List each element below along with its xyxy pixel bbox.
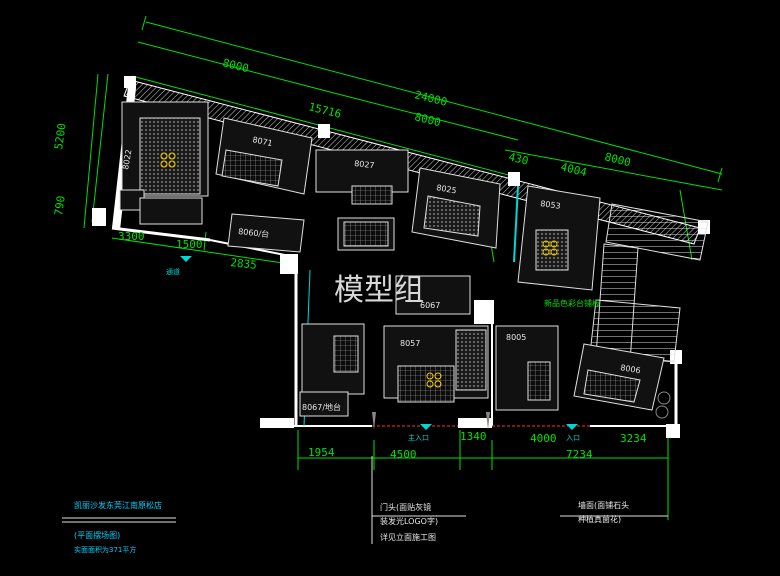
door-notes: 门头(面贴灰镜 装发光LOGO字) 详见立面施工图 [371,456,466,544]
model-8057: 8057 [400,339,420,348]
dim-top-8000-c: 8000 [603,150,632,169]
door-note-3: 详见立面施工图 [380,532,436,542]
label-entrance: 入口 [566,434,580,442]
wall-notes: 墙面(面铺石头 种植真菌花) [560,500,668,524]
dim-bottom-2835: 2835 [230,256,258,272]
title-block: 凯丽沙发东莞江南原松店 (平面摆场图) 实面面积为371平方 [62,500,176,554]
dim-left-790: 790 [52,195,68,216]
entrance-arrows [180,256,578,430]
label-main-entrance: 主入口 [408,433,429,442]
dim-bottom-1500: 1500 [176,238,203,251]
dim-top-15716: 15716 [307,100,342,121]
model-8071: 8071 [252,135,274,148]
door-swing-markers [372,412,490,430]
staircase [589,203,709,363]
model-8027: 8027 [354,159,375,170]
label-corridor: 通道 [166,267,180,276]
dim-base-1954: 1954 [308,446,335,459]
area-labels: 通道 主入口 入口 新品色彩台铺板 [166,267,600,442]
dim-base-4500: 4500 [390,448,417,461]
model-8060: 8060/台 [238,226,270,239]
dim-base-7234: 7234 [566,448,593,461]
dim-bottom-3300: 3300 [118,230,145,243]
model-8053: 8053 [540,199,561,211]
plan-name: (平面摆场图) [74,530,120,540]
dim-left-5200: 5200 [52,122,69,150]
lamp-symbols [160,152,558,388]
area-note: 实面面积为371平方 [74,545,136,554]
dim-top-4004: 4004 [559,160,588,179]
dim-base-1340: 1340 [460,430,487,443]
model-6067: 6067 [420,301,440,310]
dimension-texts: 8000 24000 15716 8000 430 4004 8000 5200… [52,56,647,461]
model-8022: 8022 [121,149,133,171]
model-8006: 8006 [620,363,642,375]
door-note-2: 装发光LOGO字) [380,516,438,526]
dim-top-430: 430 [507,150,529,167]
model-labels: 8022 8071 8027 8025 8053 8060/台 6067 805… [121,135,641,412]
dim-top-8000-a: 8000 [221,56,250,75]
door-note-1: 门头(面贴灰镜 [380,502,431,512]
dim-top-8000-b: 8000 [413,110,442,129]
watermark-text: 模型组 [334,273,424,308]
store-name: 凯丽沙发东莞江南原松店 [74,500,162,510]
wall-note-2: 种植真菌花) [578,514,621,524]
model-8005: 8005 [506,333,526,342]
dim-top-24000: 24000 [413,88,448,109]
label-backdrop: 新品色彩台铺板 [544,298,600,308]
furniture [119,101,671,419]
model-8025: 8025 [436,183,458,195]
dim-base-4000: 4000 [530,432,557,445]
model-8067: 8067/地台 [302,402,341,412]
dim-base-3234: 3234 [620,432,647,445]
wall-note-1: 墙面(面铺石头 [578,500,629,510]
